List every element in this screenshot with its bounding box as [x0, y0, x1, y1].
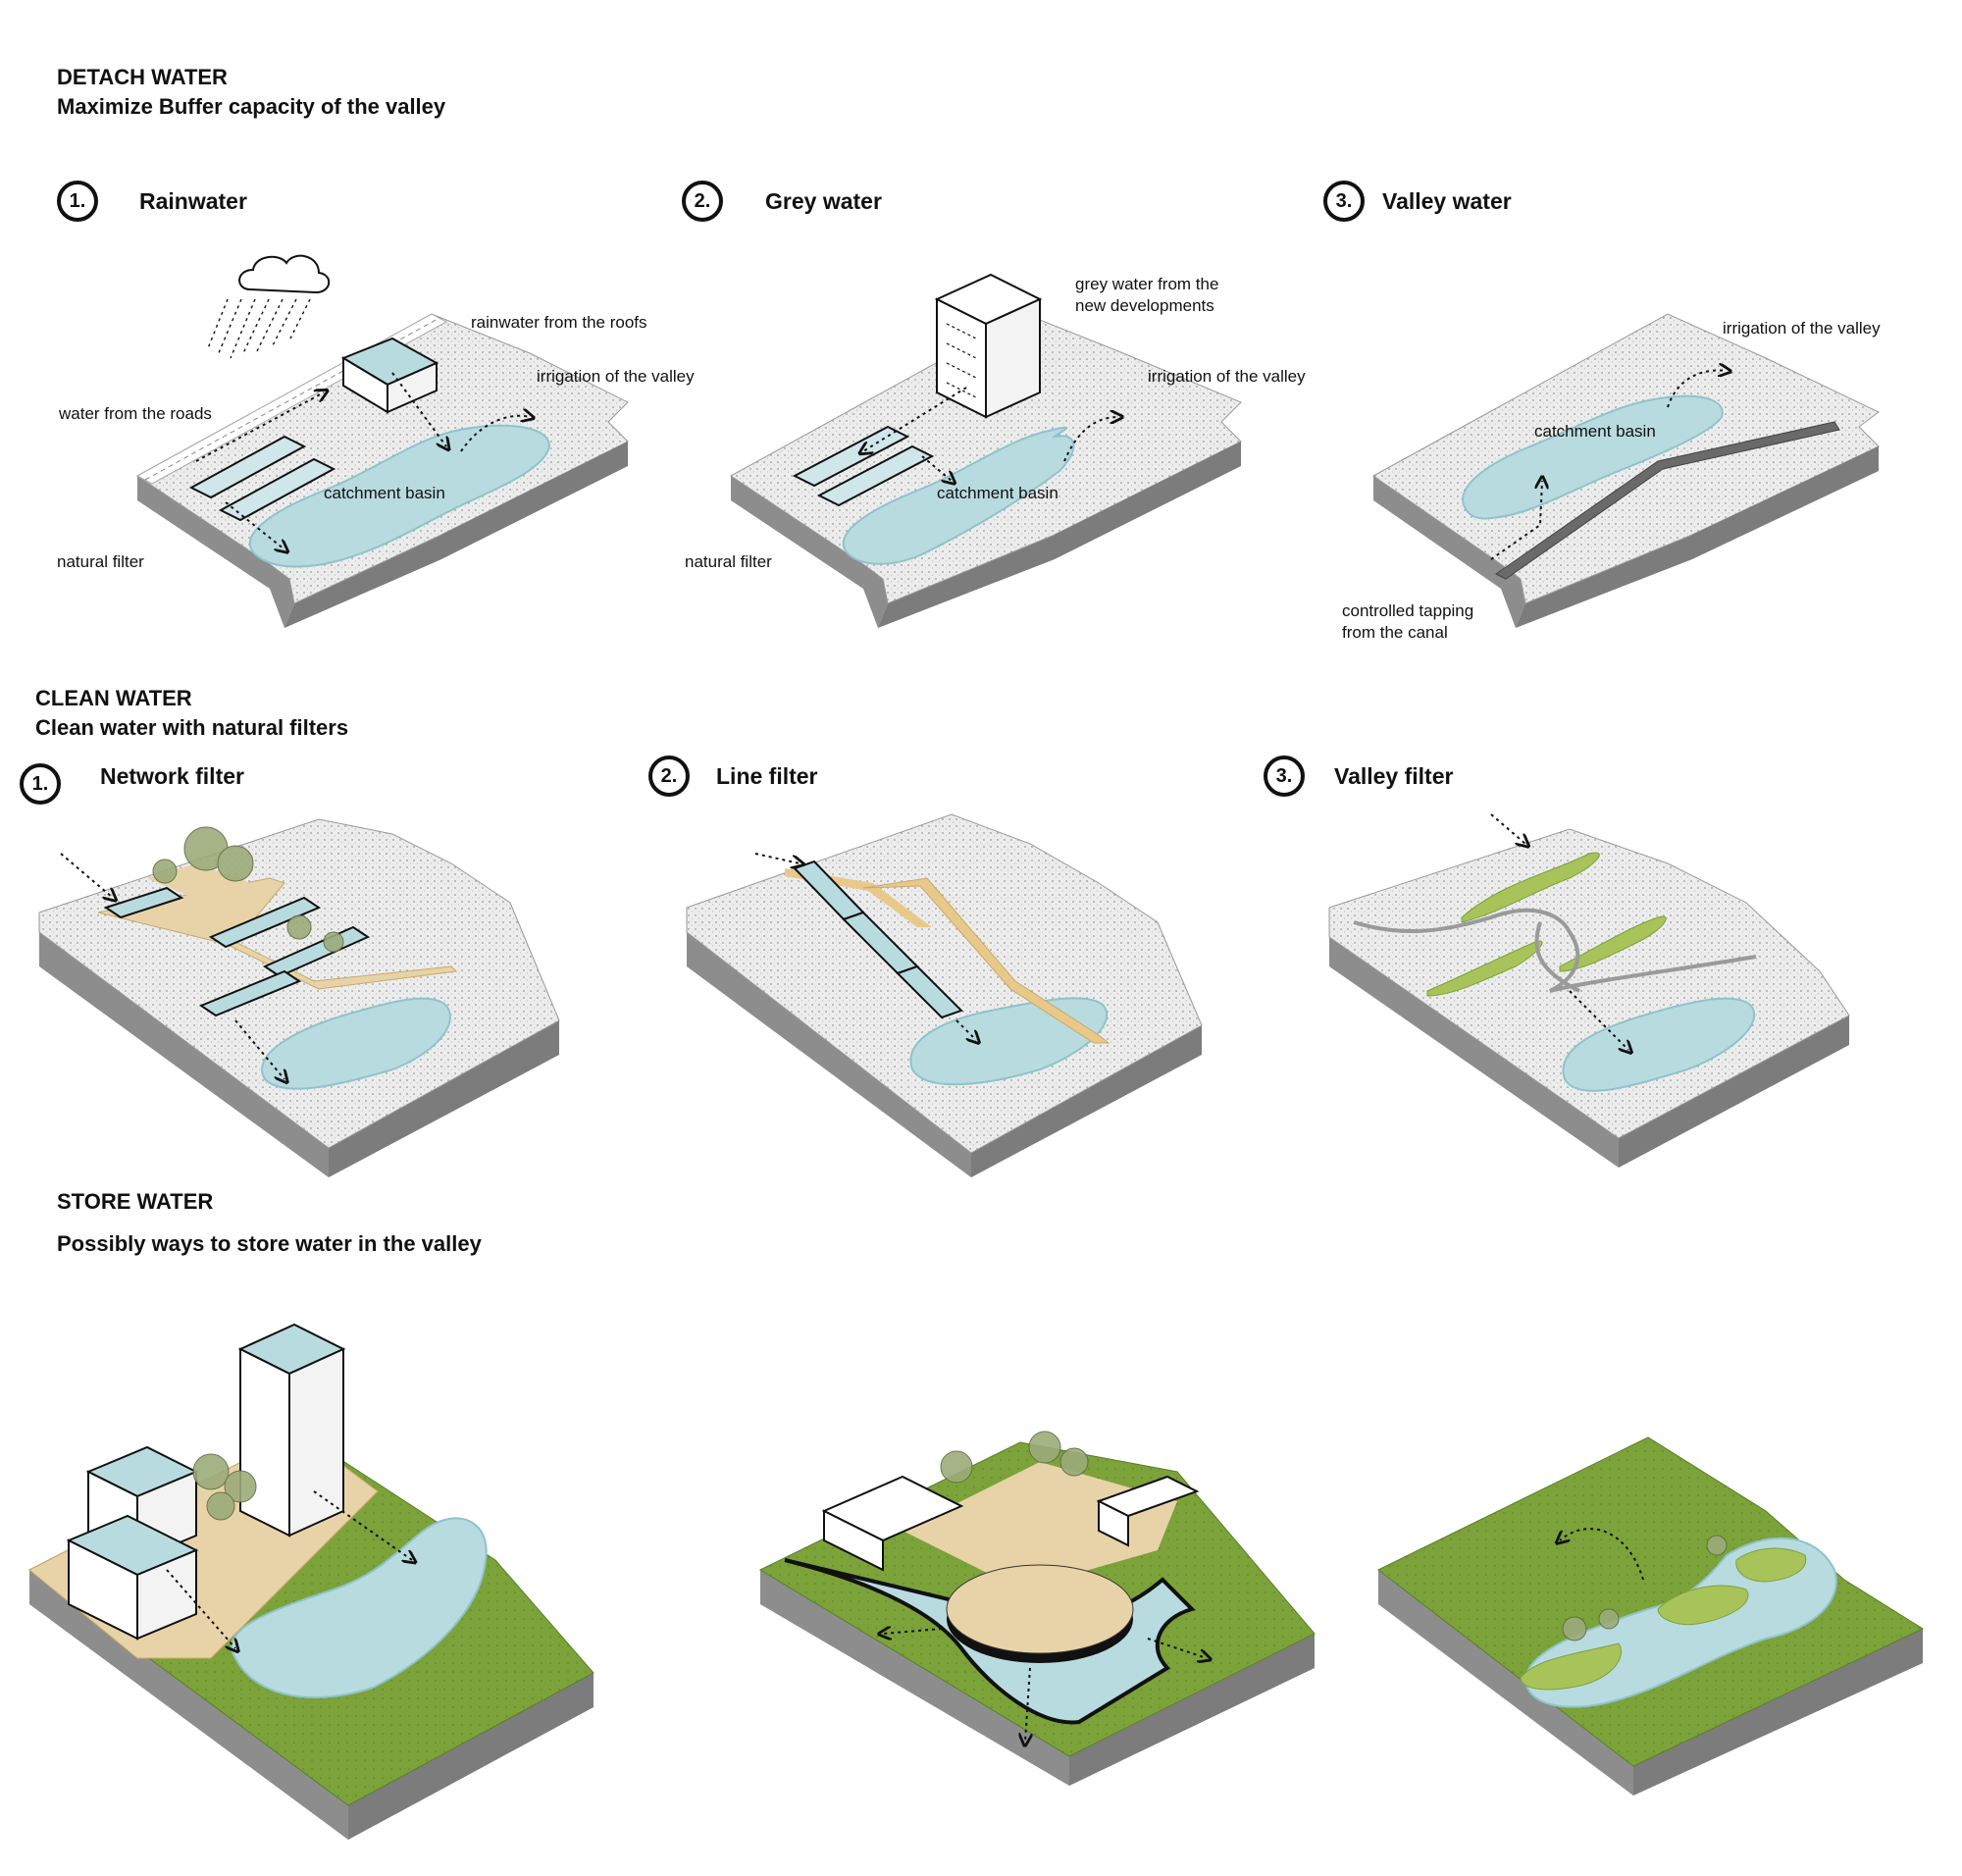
- rain-roof-building: [340, 337, 439, 414]
- clean-step-1-title: Network filter: [100, 763, 244, 789]
- rain-label-irrigation: irrigation of the valley: [537, 367, 695, 386]
- clean-water-subheading: Clean water with natural filters: [35, 714, 349, 740]
- valley-label-tap-line2: from the canal: [1342, 623, 1448, 642]
- clean-water-heading-block: CLEAN WATER Clean water with natural fil…: [35, 684, 348, 742]
- grey-tower-building: [934, 273, 1043, 419]
- clean-step-3-number: 3.: [1264, 756, 1305, 797]
- rain-natural-filter: [188, 435, 336, 522]
- store-plaza-canal-diagram: [758, 1431, 1316, 1786]
- store-building-pond-diagram: [28, 1323, 594, 1840]
- detach-water-heading-block: DETACH WATER Maximize Buffer capacity of…: [57, 63, 445, 121]
- rain-label-roofs: rainwater from the roofs: [471, 313, 647, 332]
- detach-step-2-number: 2.: [682, 181, 723, 222]
- rain-label-filter: natural filter: [57, 552, 144, 571]
- store-water-subheading: Possibly ways to store water in the vall…: [57, 1231, 482, 1256]
- grey-label-source-line1: grey water from the: [1075, 275, 1219, 293]
- valley-catchment-basin: [1462, 394, 1724, 520]
- cloud-icon: [207, 254, 331, 359]
- clean-step-1-number: 1.: [20, 763, 61, 805]
- clean-step-3-title: Valley filter: [1334, 763, 1454, 789]
- line-filter-diagram: [686, 813, 1203, 1177]
- canal: [1495, 421, 1840, 580]
- grey-label-irrigation: irrigation of the valley: [1148, 367, 1306, 386]
- grey-label-source-line2: new developments: [1075, 296, 1214, 315]
- rain-catchment-basin: [248, 424, 551, 568]
- grey-label-catchment: catchment basin: [937, 484, 1058, 502]
- detach-step-1-title: Rainwater: [139, 188, 247, 214]
- grey-catchment-basin: [842, 426, 1075, 565]
- detach-step-3-title: Valley water: [1382, 188, 1512, 214]
- rain-label-catchment: catchment basin: [324, 484, 445, 502]
- valley-label-tap-line1: controlled tapping: [1342, 601, 1474, 620]
- store-landscape-islands-diagram: [1377, 1436, 1925, 1796]
- rain-label-roads: water from the roads: [59, 404, 212, 423]
- valley-filter-diagram: [1328, 813, 1850, 1168]
- detach-step-3-number: 3.: [1323, 181, 1365, 222]
- clean-step-2-title: Line filter: [716, 763, 818, 789]
- detach-water-subheading: Maximize Buffer capacity of the valley: [57, 93, 446, 119]
- clean-water-heading: CLEAN WATER: [35, 686, 192, 710]
- valley-label-irrigation: irrigation of the valley: [1723, 319, 1881, 338]
- grey-label-filter: natural filter: [685, 552, 772, 571]
- network-filter-diagram: [38, 818, 560, 1177]
- clean-step-2-number: 2.: [648, 756, 690, 797]
- detach-step-2-title: Grey water: [765, 188, 882, 214]
- detach-step-1-number: 1.: [57, 181, 98, 222]
- store-water-heading: STORE WATER: [57, 1189, 214, 1214]
- detach-water-heading: DETACH WATER: [57, 65, 228, 89]
- valley-label-catchment: catchment basin: [1534, 422, 1656, 441]
